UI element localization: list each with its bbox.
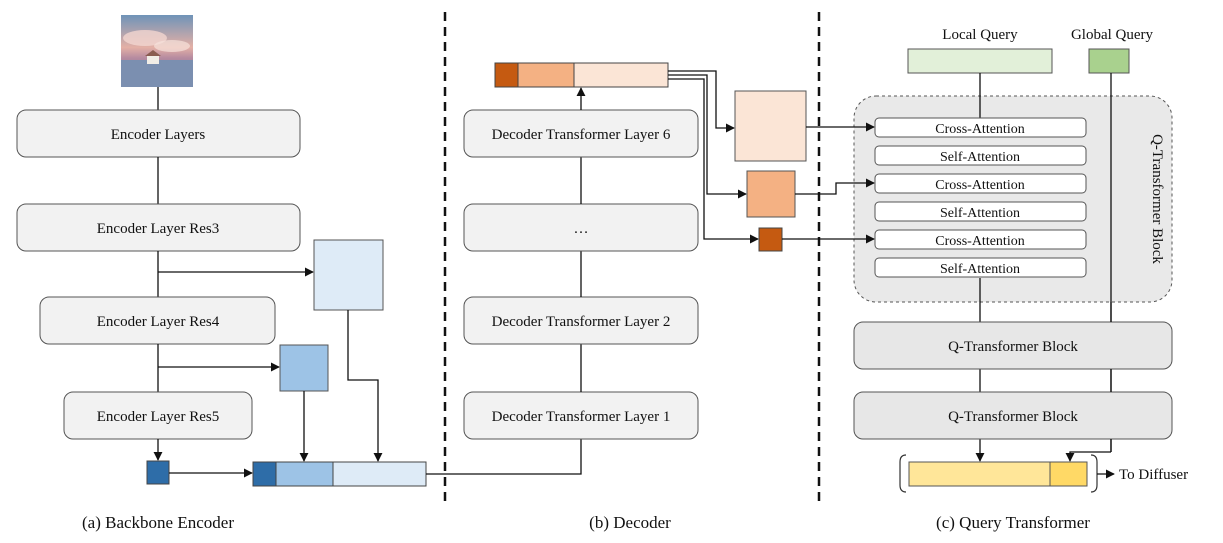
decoder-feature-concat [494,62,669,88]
q-transformer-block-label-1: Q-Transformer Block [948,339,1078,355]
encoder-res3-label: Encoder Layer Res3 [97,221,219,237]
encoder-feature-concat [252,461,427,487]
encoder-layers-label: Encoder Layers [111,127,206,143]
decoder-map-medium [746,170,796,218]
q-transformer-block-2 [853,391,1173,440]
global-query-box [1088,48,1130,74]
self-attention-label-3: Self-Attention [940,262,1020,277]
local-query-box [907,48,1053,74]
local-query-label: Local Query [942,27,1018,43]
decoder-layer1-label: Decoder Transformer Layer 1 [492,409,671,425]
decoder-map-large [734,90,807,162]
res3-feature-map [313,239,384,311]
decoder-map-small [758,227,783,252]
output-local-tokens [908,461,1051,487]
encoder-res5-label: Encoder Layer Res5 [97,409,219,425]
encoder-res4-label: Encoder Layer Res4 [97,314,220,330]
cross-attention-box-3 [874,229,1087,250]
cross-attention-label-2: Cross-Attention [935,178,1024,193]
encoder-caption: (a) Backbone Encoder [82,513,234,532]
q-transformer-block-label-2: Q-Transformer Block [948,409,1078,425]
q-transformer-block-1 [853,321,1173,370]
cross-attention-box-1 [874,117,1087,138]
self-attention-label-2: Self-Attention [940,206,1020,221]
self-attention-box-2 [874,201,1087,222]
res5-feature-token [146,460,170,485]
decoder-ellipsis-label: … [574,221,589,237]
query-transformer-caption: (c) Query Transformer [936,513,1090,532]
output-bracket-right [1090,454,1098,493]
q-transformer-block-rotated-label: Q-Transformer Block [1149,134,1165,264]
decoder-layer6-label: Decoder Transformer Layer 6 [492,127,671,143]
self-attention-box-1 [874,145,1087,166]
cross-attention-label-1: Cross-Attention [935,122,1024,137]
res4-feature-map [279,344,329,392]
output-global-token [1049,461,1088,487]
cross-attention-box-2 [874,173,1087,194]
global-query-label: Global Query [1071,27,1154,43]
to-diffuser-label: To Diffuser [1119,467,1188,483]
self-attention-label-1: Self-Attention [940,150,1020,165]
input-image [121,15,193,87]
self-attention-box-3 [874,257,1087,278]
output-bracket-left [899,454,907,493]
decoder-caption: (b) Decoder [589,513,671,532]
decoder-layer2-label: Decoder Transformer Layer 2 [492,314,671,330]
cross-attention-label-3: Cross-Attention [935,234,1024,249]
